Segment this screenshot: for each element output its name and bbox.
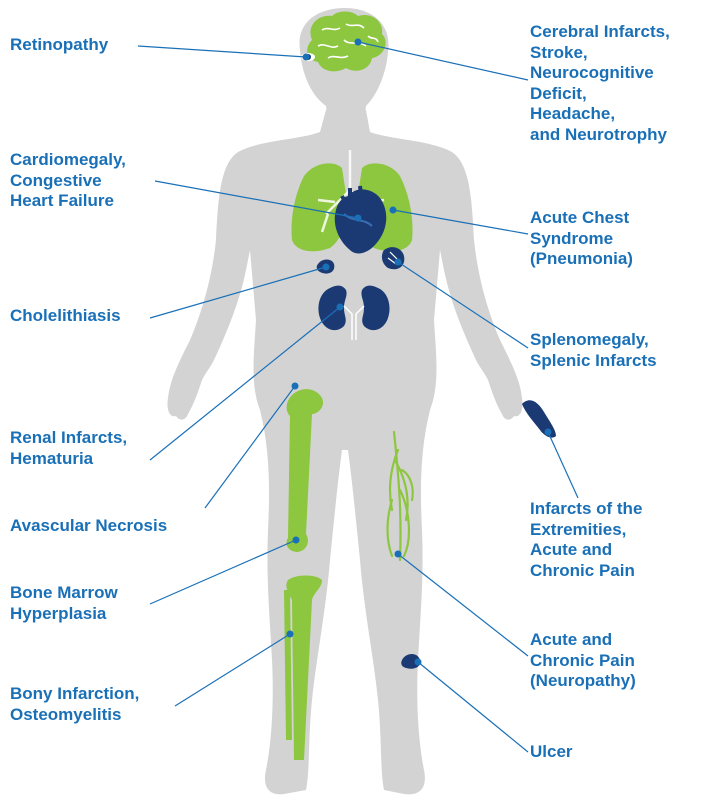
dot-cardiomegaly — [355, 215, 362, 222]
label-retinopathy: Retinopathy — [10, 35, 108, 56]
dot-chest — [390, 207, 397, 214]
dot-splenomegaly — [395, 259, 402, 266]
body-silhouette — [167, 8, 522, 794]
dot-renal — [337, 304, 344, 311]
dot-neuropathy — [395, 551, 402, 558]
leader-line-retinopathy — [138, 46, 306, 57]
label-bony-infarction: Bony Infarction, Osteomyelitis — [10, 684, 139, 725]
label-splenomegaly: Splenomegaly, Splenic Infarcts — [530, 330, 657, 371]
dot-avascular — [292, 383, 299, 390]
dot-bony — [287, 631, 294, 638]
leader-line-extremities — [548, 432, 578, 498]
label-neuropathy: Acute and Chronic Pain (Neuropathy) — [530, 630, 636, 692]
label-renal-infarcts: Renal Infarcts, Hematuria — [10, 428, 127, 469]
dot-cerebral — [355, 39, 362, 46]
label-ulcer: Ulcer — [530, 742, 573, 763]
leader-line-ulcer — [418, 662, 528, 752]
label-bone-marrow-hyperplasia: Bone Marrow Hyperplasia — [10, 583, 118, 624]
label-avascular-necrosis: Avascular Necrosis — [10, 516, 167, 537]
label-cerebral-infarcts: Cerebral Infarcts, Stroke, Neurocognitiv… — [530, 22, 670, 145]
dot-cholelithiasis — [323, 264, 330, 271]
label-cholelithiasis: Cholelithiasis — [10, 306, 121, 327]
dot-ulcer — [415, 659, 422, 666]
label-acute-chest-syndrome: Acute Chest Syndrome (Pneumonia) — [530, 208, 633, 270]
label-infarcts-of-extremities: Infarcts of the Extremities, Acute and C… — [530, 499, 642, 581]
label-cardiomegaly: Cardiomegaly, Congestive Heart Failure — [10, 150, 126, 212]
dot-marrow — [293, 537, 300, 544]
dot-extremities — [545, 429, 552, 436]
dot-retinopathy — [303, 54, 310, 61]
